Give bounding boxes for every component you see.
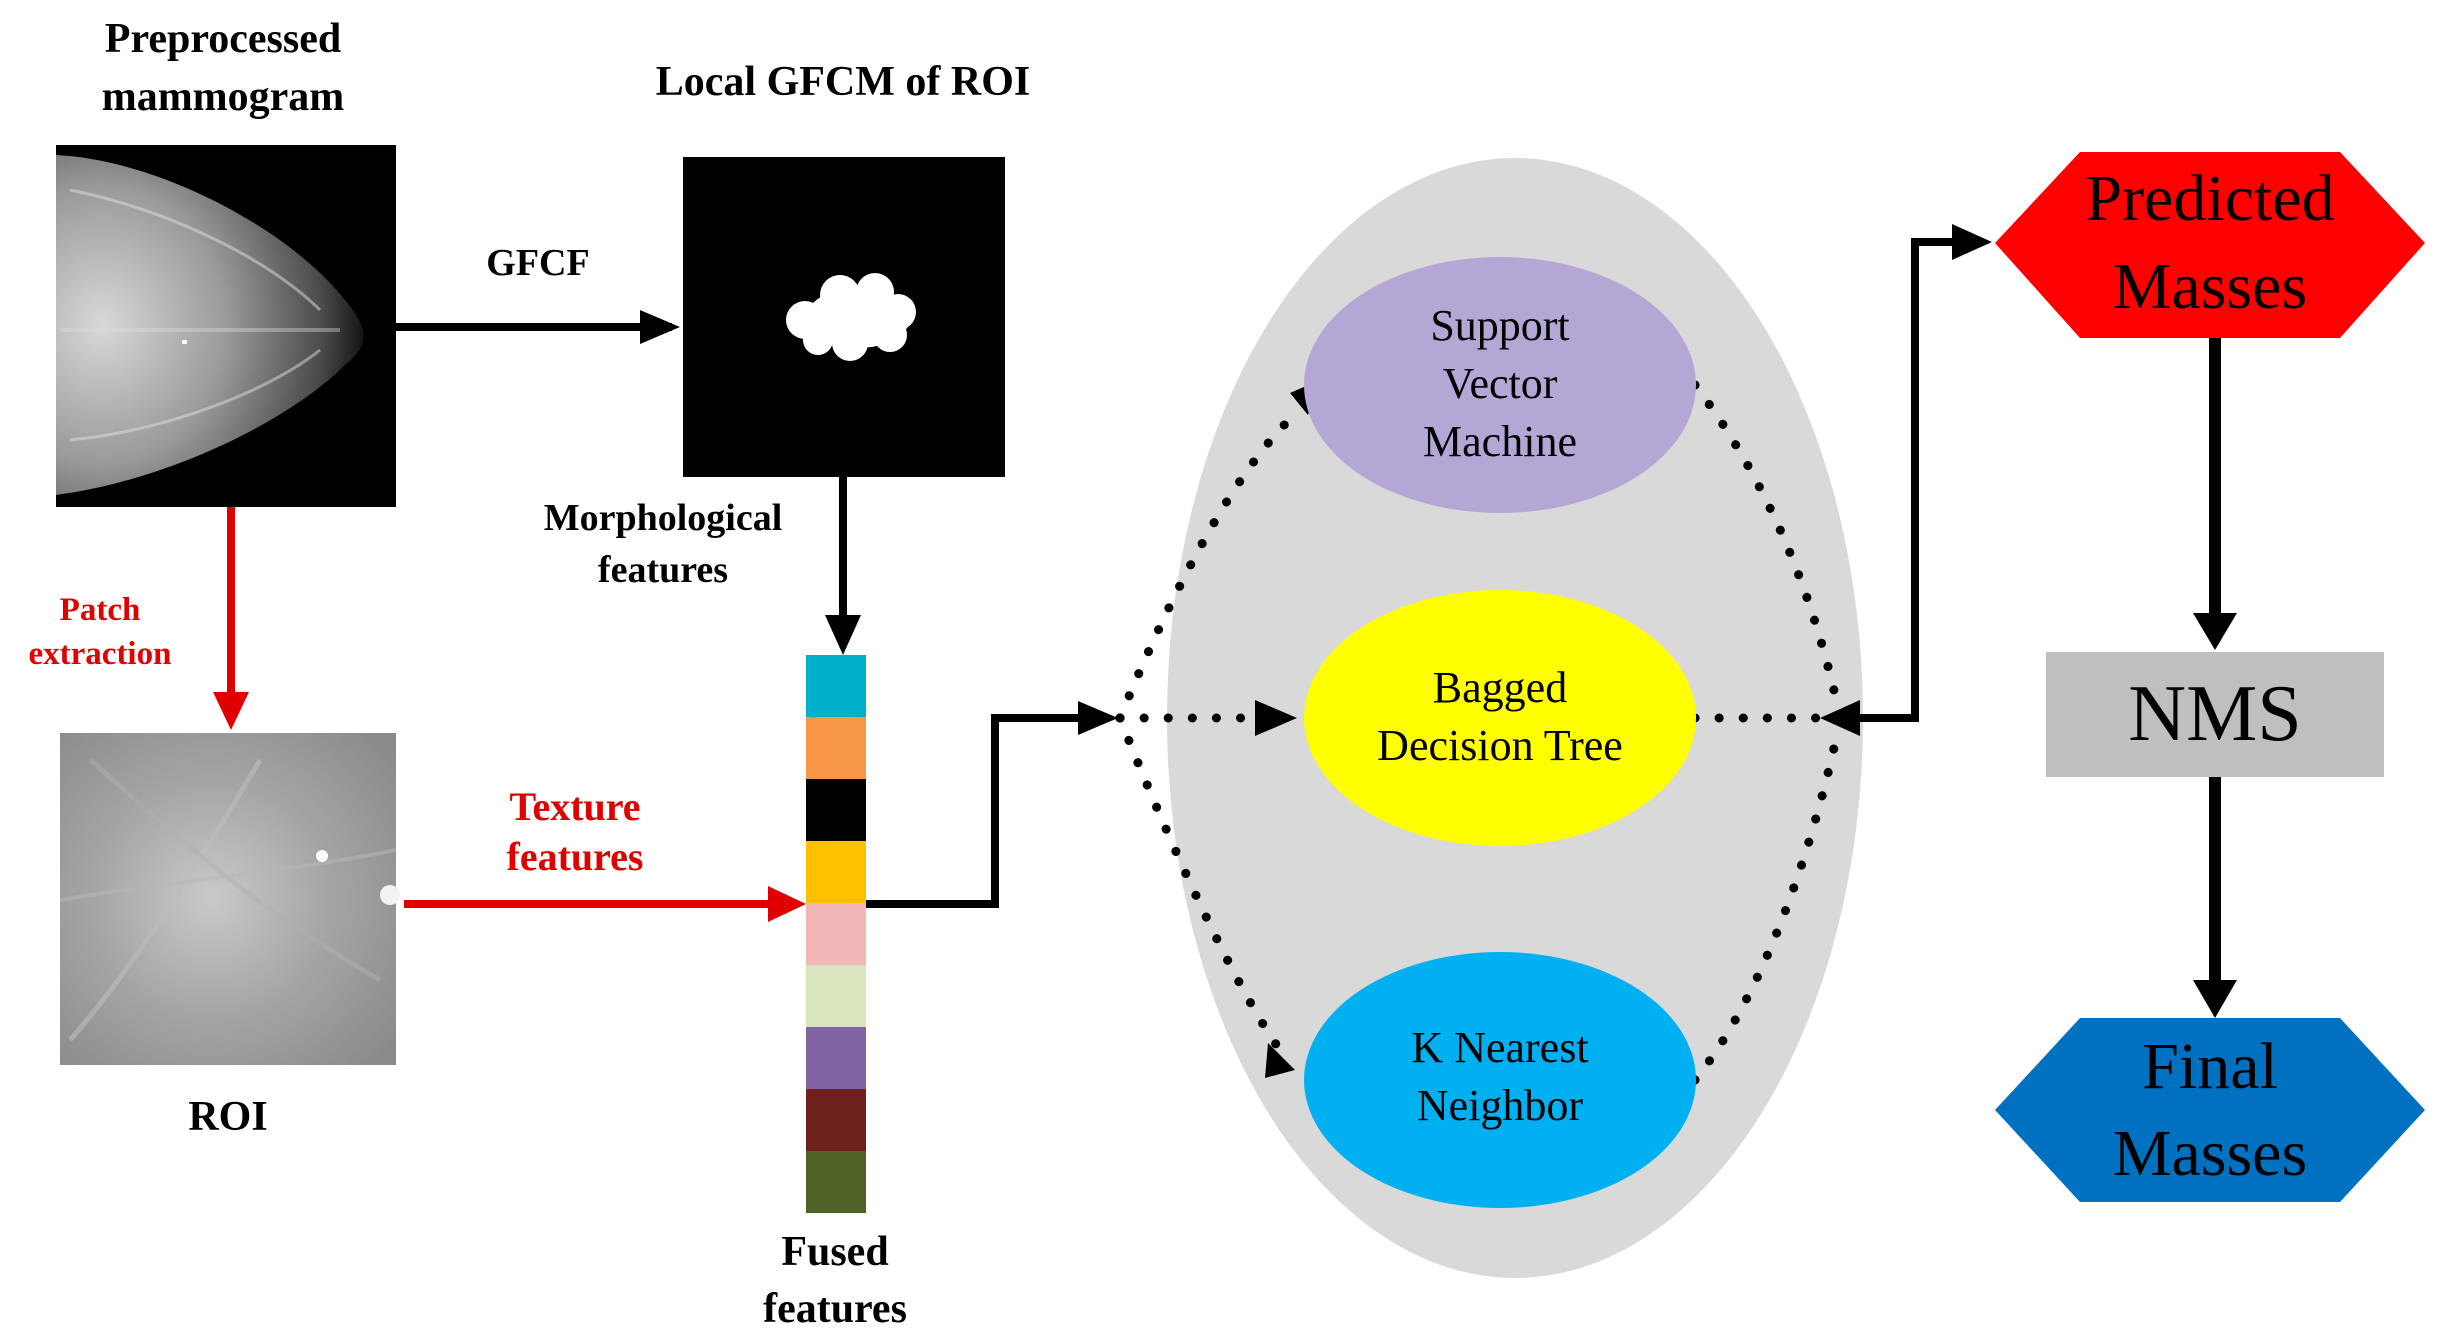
predicted-label-line1: Predicted — [2085, 162, 2334, 235]
preprocessed-mammogram-image — [56, 145, 396, 507]
roi-image — [59, 733, 400, 1065]
knn-label-line2: Neighbor — [1417, 1081, 1584, 1130]
local-gfcm-label: Local GFCM of ROI — [656, 59, 1030, 105]
texture-label-line2: features — [507, 834, 644, 879]
knn-arrowhead — [1265, 1043, 1295, 1078]
final-masses-hexagon — [1995, 1018, 2425, 1202]
nms-arrowhead — [2193, 613, 2237, 650]
final-label-line1: Final — [2142, 1030, 2278, 1103]
bdt-label-line1: Bagged — [1433, 663, 1567, 712]
final-arrowhead — [2193, 980, 2237, 1018]
final-label-line2: Masses — [2113, 1117, 2307, 1190]
fused-feature-segment — [806, 1151, 866, 1213]
svm-label-line3: Machine — [1423, 417, 1577, 466]
patch-label-line2: extraction — [29, 636, 172, 672]
svm-label-line1: Support — [1430, 301, 1569, 350]
nms-box — [2046, 652, 2384, 777]
fused-feature-segment — [806, 655, 866, 717]
fused-feature-segment — [806, 717, 866, 779]
bdt-ellipse — [1304, 590, 1696, 846]
predicted-arrowhead — [1952, 224, 1992, 260]
texture-label-line1: Texture — [509, 784, 640, 829]
gfcf-arrowhead — [640, 310, 680, 344]
bdt-arrowhead — [1255, 700, 1297, 736]
texture-arrowhead — [768, 886, 806, 922]
patch-label-line1: Patch — [60, 592, 141, 628]
morphological-label-line2: features — [598, 549, 728, 591]
classifier-dotted-arrows — [1115, 380, 1843, 1085]
knn-label-line1: K Nearest — [1411, 1023, 1588, 1072]
fused-label-line2: features — [763, 1286, 907, 1332]
ensemble-to-predicted-connector — [1860, 238, 1960, 722]
preprocessed-label-line2: mammogram — [102, 74, 345, 120]
bdt-label-line2: Decision Tree — [1377, 721, 1623, 770]
knn-ellipse — [1304, 952, 1696, 1208]
fused-feature-segment — [806, 903, 866, 965]
svm-label-line2: Vector — [1443, 359, 1558, 408]
roi-label: ROI — [188, 1094, 267, 1140]
fused-feature-segment — [806, 965, 866, 1027]
vote-arrowhead — [1820, 700, 1860, 736]
fused-feature-segment — [806, 779, 866, 841]
fused-features-bar — [806, 655, 866, 1213]
local-gfcm-image — [683, 157, 1005, 477]
fused-feature-segment — [806, 841, 866, 903]
patch-arrowhead — [213, 692, 249, 730]
predicted-label-line2: Masses — [2113, 250, 2307, 323]
fused-to-ensemble-connector — [866, 714, 1090, 908]
nms-label: NMS — [2128, 670, 2301, 758]
morph-arrowhead — [825, 615, 861, 655]
fused-feature-segment — [806, 1027, 866, 1089]
svm-ellipse — [1304, 257, 1696, 513]
fused-arrowhead — [1078, 701, 1118, 735]
gfcf-label: GFCF — [486, 242, 589, 284]
fused-label-line1: Fused — [781, 1229, 888, 1275]
fused-feature-segment — [806, 1089, 866, 1151]
preprocessed-label-line1: Preprocessed — [105, 16, 341, 62]
morphological-label-line1: Morphological — [544, 497, 783, 539]
predicted-masses-hexagon — [1995, 152, 2425, 338]
